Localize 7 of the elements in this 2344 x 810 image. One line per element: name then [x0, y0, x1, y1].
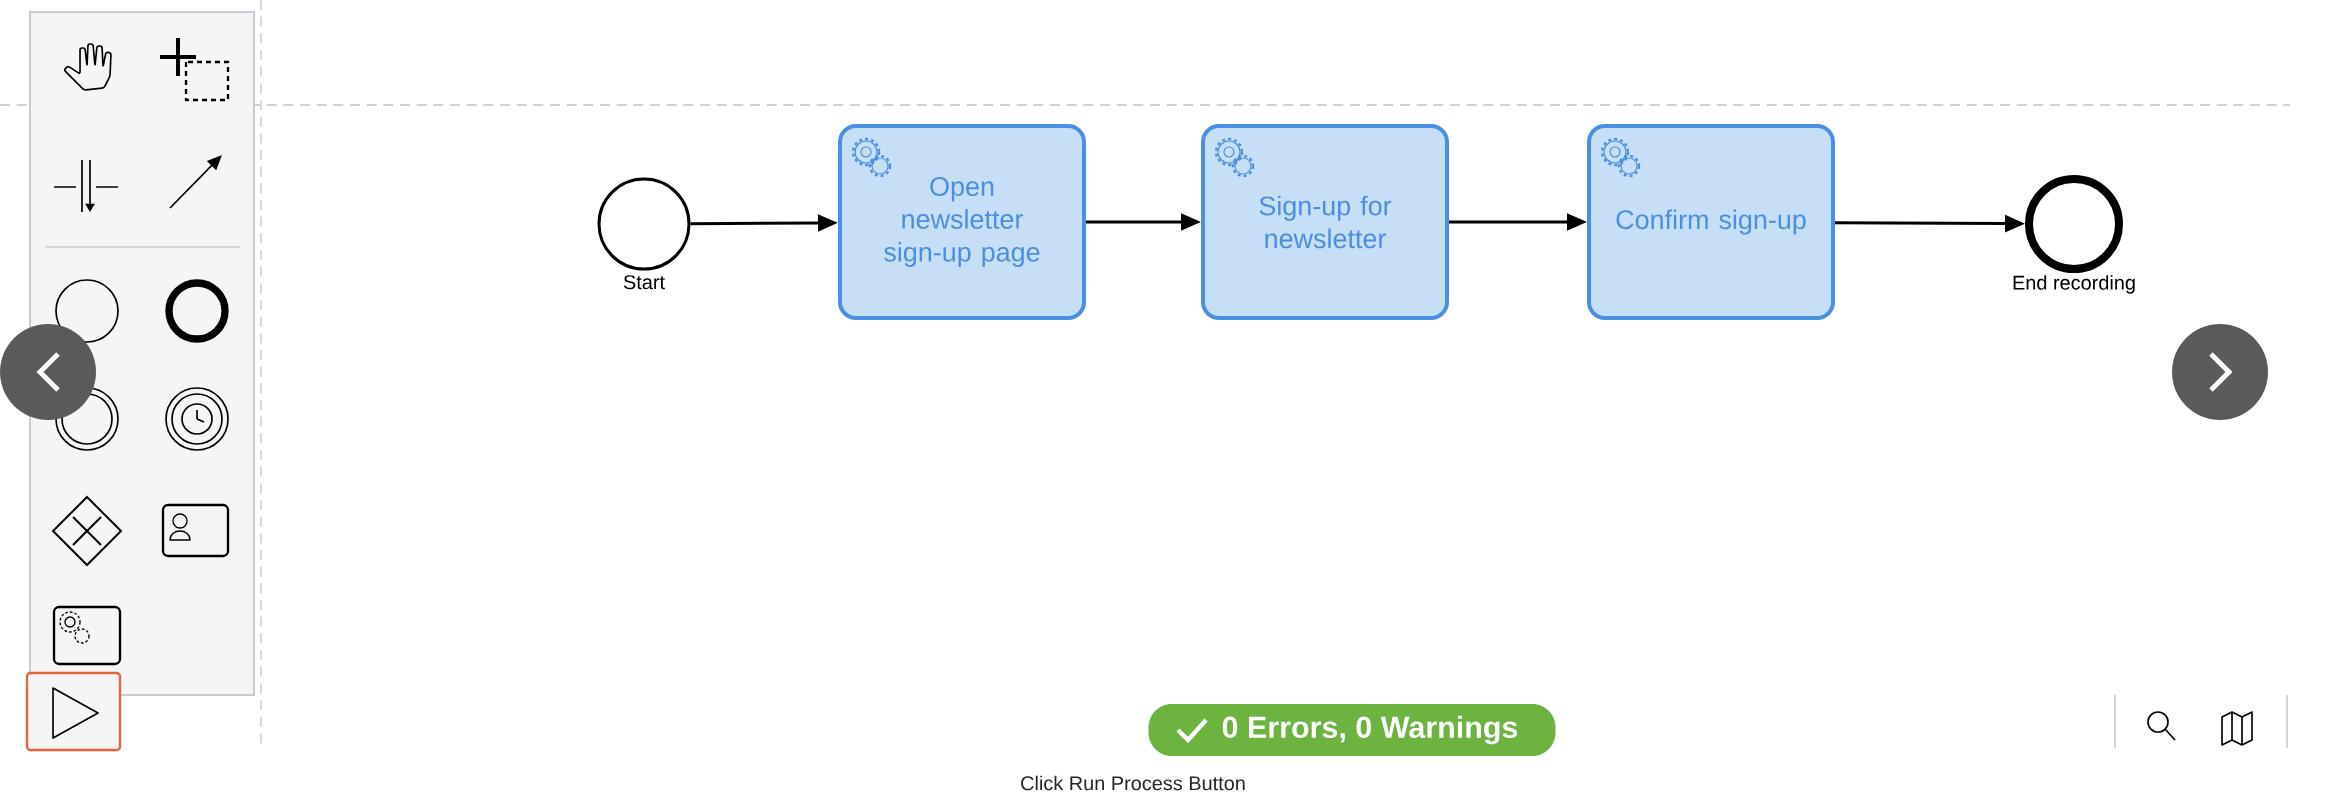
caption: Click Run Process Button [1021, 775, 1245, 791]
task-box: Open newsletter sign-up page [838, 124, 1086, 320]
event-label: End recording [2013, 275, 2135, 294]
task-box: Sign-up for newsletter [1201, 124, 1449, 320]
status-badge: 0 Errors, 0 Warnings [1148, 704, 1556, 756]
event-label: Start [623, 275, 665, 290]
task-box: Confirm sign-up [1587, 124, 1835, 320]
